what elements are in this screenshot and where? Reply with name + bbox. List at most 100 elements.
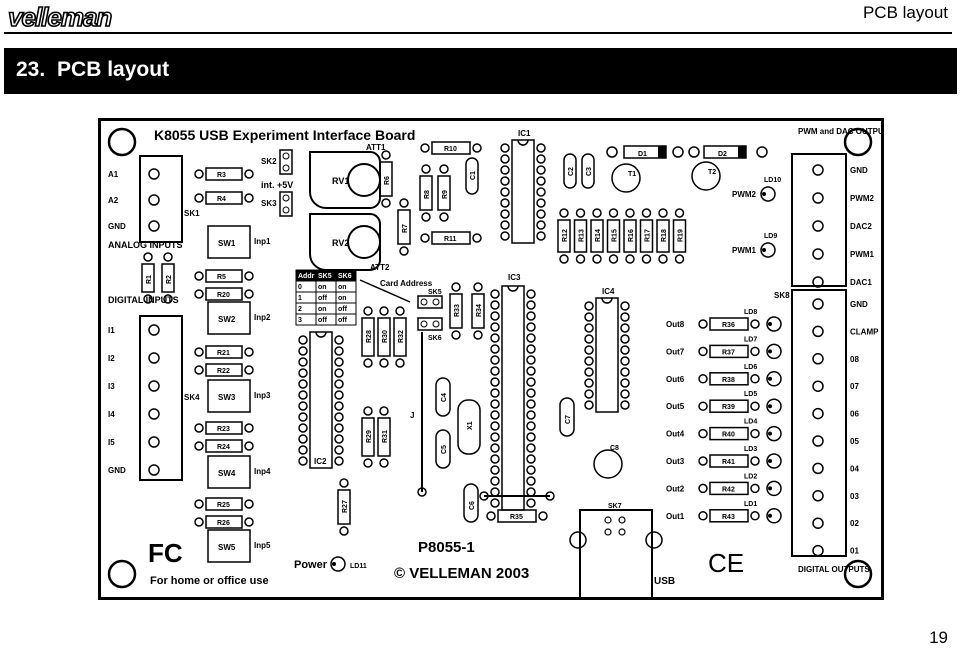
ic-pin — [526, 355, 536, 365]
resistor-label: R32 — [398, 330, 405, 343]
analog-inputs-label: ANALOG INPUTS — [108, 240, 183, 250]
ic-pin — [526, 498, 536, 508]
ic-pin — [526, 377, 536, 387]
ic-pin — [536, 209, 546, 219]
digital-out-terminal-label: 05 — [850, 437, 859, 446]
resistor-label: R42 — [722, 486, 735, 493]
terminal-block-pwm — [791, 153, 847, 287]
capacitor-c7 — [559, 397, 575, 437]
ic-pin — [490, 476, 500, 486]
resistor-pad — [194, 193, 204, 203]
terminal-screw — [812, 248, 824, 260]
resistor-r33 — [449, 293, 463, 329]
resistor-label: R17 — [645, 229, 652, 242]
resistor-label: R14 — [595, 229, 602, 242]
terminal-screw — [812, 435, 824, 447]
resistor-r42 — [709, 481, 749, 496]
pwm-led-output-label: PWM2 — [732, 190, 757, 199]
sk6-jumper — [417, 317, 443, 331]
resistor-pad — [244, 441, 254, 451]
usb-pin — [618, 516, 626, 524]
x1-label: X1 — [467, 421, 474, 430]
ic-pin — [526, 410, 536, 420]
resistor-pad — [698, 456, 708, 466]
led-cathode-dot — [768, 404, 772, 409]
resistor-pad — [421, 164, 431, 174]
capacitor-c3 — [581, 153, 595, 189]
ic-label: IC1 — [518, 129, 531, 138]
output-led-label: LD2 — [744, 473, 757, 480]
ic-pin — [526, 366, 536, 376]
resistor-r37 — [709, 344, 749, 359]
ic-pin — [334, 401, 344, 411]
resistor-r2 — [161, 263, 175, 293]
resistor-pad — [420, 143, 430, 153]
switch-sw2 — [207, 301, 251, 335]
rv2-label: RV2 — [332, 238, 349, 248]
resistor-pad — [472, 143, 482, 153]
ic-pin — [490, 399, 500, 409]
resistor-pad — [750, 346, 760, 357]
pwm-terminal-label: DAC2 — [850, 222, 872, 231]
transistor-t1 — [611, 163, 641, 193]
resistor-pad — [451, 330, 461, 340]
terminal-screw — [812, 164, 824, 176]
pwm-led-icon — [760, 186, 776, 202]
terminal-screw — [812, 298, 824, 310]
ic-pin — [298, 401, 308, 411]
ic-notch — [507, 285, 519, 292]
resistor-r20 — [205, 287, 243, 301]
address-table-header: SK5 — [318, 273, 332, 280]
output-label: Out2 — [666, 484, 685, 493]
address-table-value: on — [318, 306, 327, 313]
ic-pin — [298, 368, 308, 378]
jumper-pad — [479, 491, 489, 501]
resistor-label: R35 — [510, 514, 523, 521]
digital-out-terminal-label: 07 — [850, 382, 859, 391]
rv2-knob — [347, 225, 381, 259]
resistor-pad — [379, 458, 389, 468]
jumper-pin — [282, 194, 290, 202]
terminal-screw — [148, 324, 160, 336]
resistor-pad — [143, 294, 153, 304]
resistor-pad — [363, 458, 373, 468]
resistor-label: R36 — [722, 322, 735, 329]
jumper-pad — [417, 487, 427, 497]
ic-label: IC4 — [602, 287, 615, 296]
terminal-block-analog — [139, 155, 183, 243]
sk2-jumper — [279, 149, 293, 175]
resistor-r43 — [709, 509, 749, 523]
resistor-pad — [486, 511, 496, 521]
c4-label: C4 — [441, 393, 448, 402]
section-banner: 23. PCB layout — [4, 48, 957, 94]
resistor-r40 — [709, 426, 749, 441]
pwm-led-icon — [760, 242, 776, 258]
ic-pin — [334, 390, 344, 400]
ic-pin — [490, 465, 500, 475]
ic-pin — [298, 423, 308, 433]
ic-pin — [490, 300, 500, 310]
ic-pin — [526, 322, 536, 332]
output-led-icon — [766, 371, 782, 387]
usb-connector-sk7 — [579, 509, 653, 599]
resistor-r5 — [205, 269, 243, 283]
resistor-label: R38 — [722, 377, 735, 384]
ic-pin — [490, 333, 500, 343]
analog-terminal-label: GND — [108, 222, 126, 231]
card-address-label: Card Address — [380, 279, 433, 288]
ic-pin — [500, 220, 510, 230]
led-cathode-dot — [768, 376, 772, 381]
ic-pin — [584, 356, 594, 366]
led-cathode-dot — [768, 349, 772, 354]
d2-label: D2 — [718, 151, 727, 158]
output-led-icon — [766, 398, 782, 414]
resistor-r19 — [672, 219, 687, 253]
resistor-r11 — [431, 231, 471, 245]
led-cathode-dot — [768, 431, 772, 436]
sk2-label: SK2 — [261, 157, 277, 166]
usb-mount-hole — [645, 531, 663, 549]
c7-label: C7 — [565, 415, 572, 424]
switch-label: SW3 — [218, 393, 236, 402]
usb-label: USB — [654, 576, 675, 587]
d2-pad — [688, 146, 700, 158]
